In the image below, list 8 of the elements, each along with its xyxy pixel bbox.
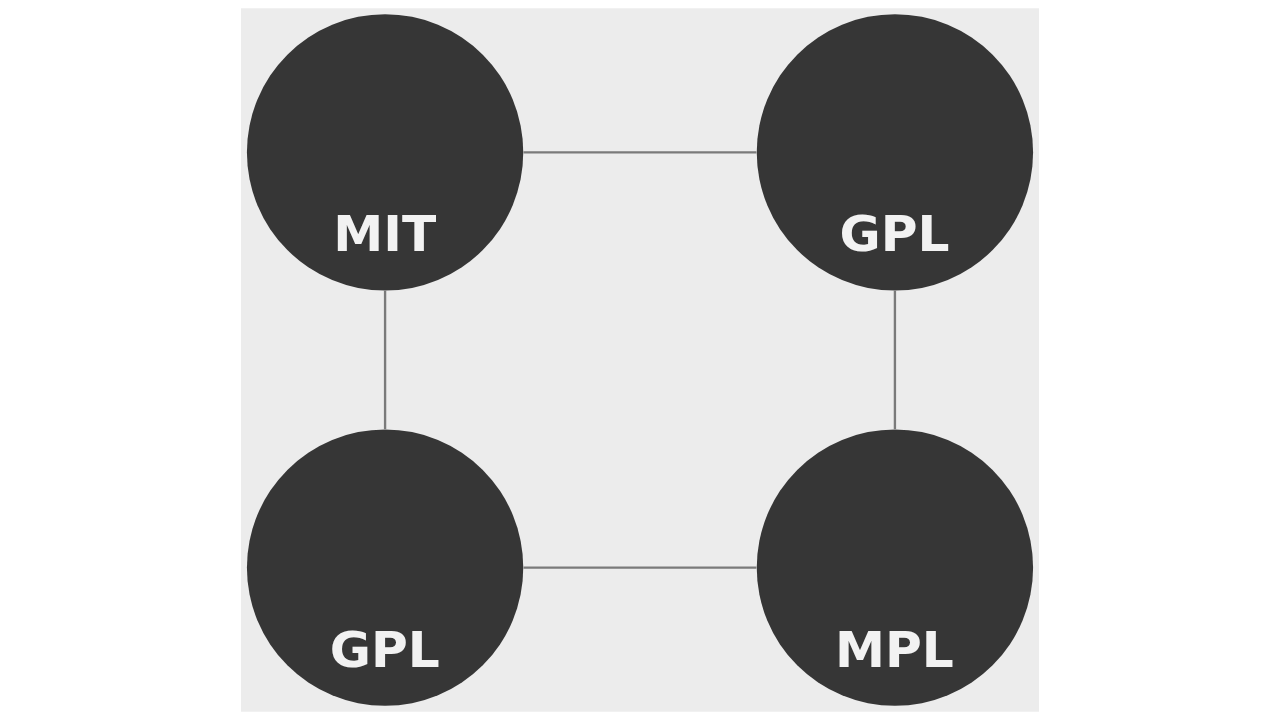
- connector: [893, 290, 897, 430]
- node-circle: GPL: [246, 429, 524, 706]
- connector: [523, 151, 757, 154]
- connector: [523, 566, 757, 569]
- node-circle: GPL: [756, 14, 1034, 291]
- connector: [383, 290, 387, 430]
- node-circle: MPL: [756, 429, 1034, 706]
- node-circle: MIT: [246, 14, 524, 291]
